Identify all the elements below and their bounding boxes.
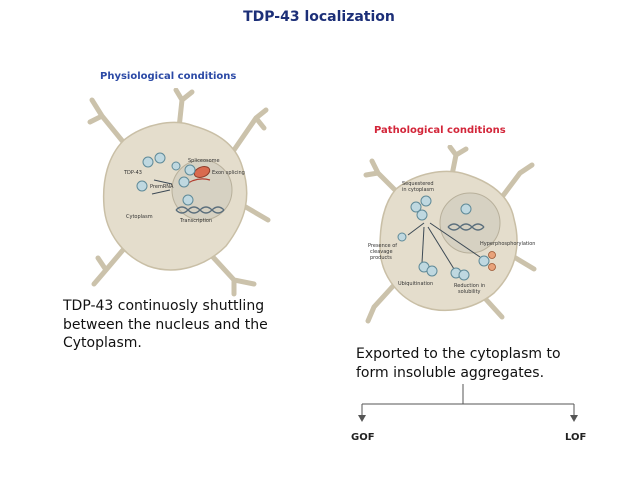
tdp43-proteins bbox=[136, 152, 196, 206]
shuttle-arrows bbox=[151, 179, 173, 195]
label-reduction-1: Reduction in bbox=[454, 283, 485, 289]
phosphate-markers bbox=[488, 251, 496, 271]
arrowhead-gof bbox=[358, 415, 366, 422]
label-spliceosome: Spliceosome bbox=[188, 158, 220, 164]
pathway-arrows bbox=[407, 222, 481, 270]
label-sequestered-1: Sequestered bbox=[402, 181, 434, 187]
label-reduction-2: solubility bbox=[458, 289, 481, 295]
outcome-branch-connector bbox=[358, 384, 578, 422]
tdp43-proteins bbox=[397, 195, 490, 281]
caption-line: between the nucleus and the bbox=[63, 316, 268, 333]
label-ubiquitination: Ubiquitination bbox=[398, 281, 433, 287]
nucleus bbox=[439, 192, 501, 254]
label-presence-1: Presence of bbox=[368, 243, 397, 249]
page-title: TDP-43 localization bbox=[243, 9, 395, 25]
label-hyperphosphorylation: Hyperphosphorylation bbox=[480, 241, 535, 247]
physiological-caption: TDP-43 continuosly shuttling between the… bbox=[63, 297, 323, 353]
caption-line: Cytoplasm. bbox=[63, 335, 142, 351]
caption-line: form insoluble aggregates. bbox=[356, 364, 545, 381]
pathological-neuron-illustration: Sequestered in cytoplasm Presence of cle… bbox=[363, 145, 537, 324]
label-premrna: PremRNA bbox=[150, 184, 174, 190]
label-exon-splicing: Exon splicing bbox=[212, 170, 245, 176]
arrowhead-lof bbox=[570, 415, 578, 422]
caption-line: TDP-43 continuosly shuttling bbox=[63, 298, 265, 314]
lof-label: LOF bbox=[565, 432, 587, 443]
dendrites bbox=[87, 88, 271, 297]
label-tdp43: TDP-43 bbox=[123, 170, 142, 176]
dna-helix bbox=[175, 206, 225, 214]
gof-label: GOF bbox=[351, 432, 375, 443]
label-transcription: Transcription bbox=[179, 218, 212, 224]
spliceosome-shape bbox=[193, 166, 211, 178]
physiological-heading: Physiological conditions bbox=[100, 71, 237, 82]
label-presence-2: cleavage bbox=[370, 249, 393, 255]
label-presence-3: products bbox=[370, 255, 392, 261]
label-sequestered-2: in cytoplasm bbox=[402, 187, 434, 193]
dna-helix bbox=[447, 223, 485, 231]
label-cytoplasm: Cytoplasm bbox=[126, 214, 153, 220]
physiological-neuron-illustration: TDP-43 Spliceosome Exon splicing PremRNA… bbox=[87, 88, 271, 297]
pathological-caption: Exported to the cytoplasm to form insolu… bbox=[356, 345, 586, 382]
caption-line: Exported to the cytoplasm to bbox=[356, 346, 561, 362]
pathological-heading: Pathological conditions bbox=[374, 125, 506, 136]
